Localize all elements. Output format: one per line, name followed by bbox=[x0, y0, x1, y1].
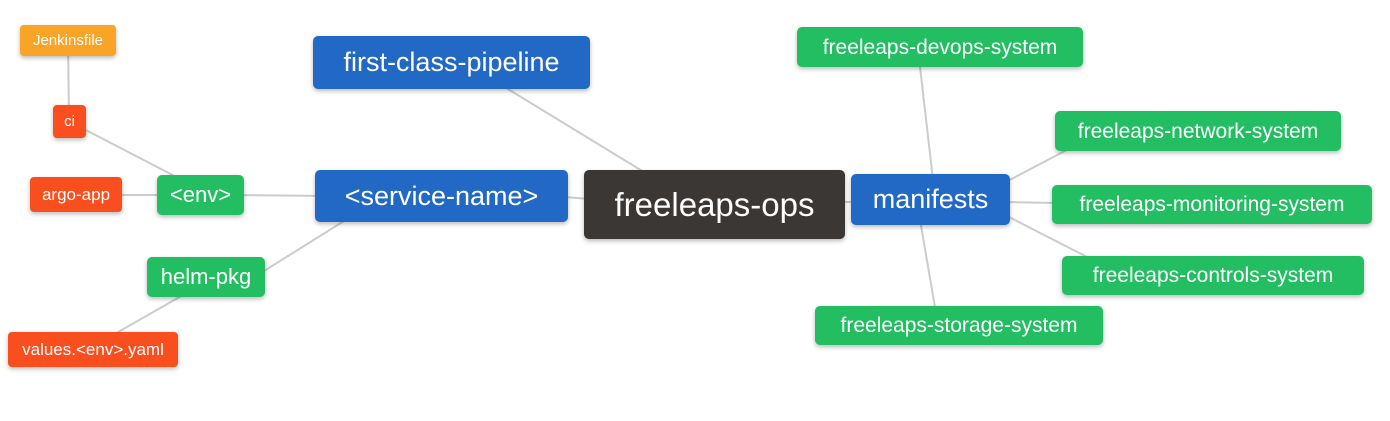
node-argo-app[interactable]: argo-app bbox=[30, 177, 122, 212]
node-freeleaps-monitoring-system[interactable]: freeleaps-monitoring-system bbox=[1052, 185, 1372, 224]
node-freeleaps-ops-root[interactable]: freeleaps-ops bbox=[584, 170, 845, 239]
node-helm-pkg[interactable]: helm-pkg bbox=[147, 257, 265, 297]
node-freeleaps-network-system[interactable]: freeleaps-network-system bbox=[1055, 111, 1341, 151]
node-manifests[interactable]: manifests bbox=[851, 174, 1010, 225]
edge-manifests-storage-system bbox=[919, 219, 937, 314]
node-ci[interactable]: ci bbox=[53, 105, 86, 138]
node-freeleaps-controls-system[interactable]: freeleaps-controls-system bbox=[1062, 256, 1364, 295]
edge-manifests-controls-system bbox=[1002, 213, 1096, 262]
node-env[interactable]: <env> bbox=[157, 175, 244, 215]
node-values-env-yaml[interactable]: values.<env>.yaml bbox=[8, 332, 178, 367]
node-jenkinsfile[interactable]: Jenkinsfile bbox=[20, 25, 116, 56]
edge-service-name-helm-pkg bbox=[247, 215, 353, 282]
edge-ci-env bbox=[77, 125, 187, 183]
edge-helm-pkg-values-env-yaml bbox=[105, 290, 191, 340]
node-first-class-pipeline[interactable]: first-class-pipeline bbox=[313, 36, 590, 89]
edge-env-service-name bbox=[227, 194, 333, 197]
node-freeleaps-storage-system[interactable]: freeleaps-storage-system bbox=[815, 306, 1103, 345]
edge-first-class-pipeline-ops bbox=[497, 82, 663, 184]
node-freeleaps-devops-system[interactable]: freeleaps-devops-system bbox=[797, 27, 1083, 67]
node-service-name[interactable]: <service-name> bbox=[315, 170, 568, 222]
edge-manifests-monitoring-system bbox=[1004, 201, 1059, 204]
edge-manifests-devops-system bbox=[918, 57, 934, 181]
